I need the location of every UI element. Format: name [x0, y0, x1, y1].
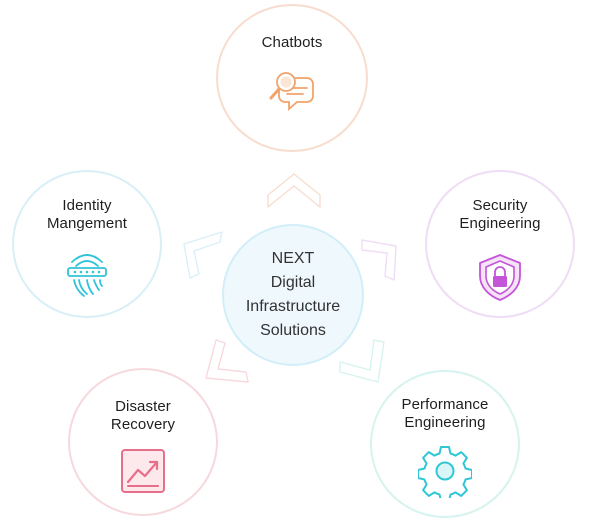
center-title: NEXT Digital Infrastructure Solutions: [246, 247, 340, 343]
gear-icon: [417, 444, 473, 503]
center-line: NEXT: [271, 250, 315, 267]
shield-lock-icon: [476, 252, 524, 307]
node-security: Security Engineering: [425, 170, 575, 318]
node-label-line: Mangement: [46, 215, 128, 232]
node-label-line: Chatbots: [261, 34, 323, 51]
node-identity: Identity Mangement: [12, 170, 162, 318]
node-label: Disaster Recovery: [70, 398, 216, 434]
fingerprint-icon: [66, 248, 108, 305]
arrow-to-security: [361, 239, 397, 281]
center-line: Infrastructure: [245, 298, 341, 315]
node-performance: Performance Engineering: [370, 370, 520, 518]
arrow-to-identity: [183, 231, 223, 279]
center-line: Solutions: [260, 322, 326, 339]
arrow-to-disaster: [205, 339, 249, 383]
node-label-line: Identity: [62, 197, 112, 214]
node-label: Chatbots: [218, 34, 366, 52]
trend-chart-icon: [120, 448, 166, 499]
node-label-line: Security: [472, 197, 528, 214]
chat-search-icon: [265, 68, 319, 123]
node-label-line: Engineering: [404, 414, 486, 431]
node-label: Performance Engineering: [372, 396, 518, 432]
arrow-to-performance: [339, 339, 385, 383]
node-label: Security Engineering: [427, 197, 573, 233]
center-line: Digital: [270, 274, 316, 291]
node-label: Identity Mangement: [14, 197, 160, 233]
center-hub: NEXT Digital Infrastructure Solutions: [222, 224, 364, 366]
node-label-line: Recovery: [110, 416, 176, 433]
node-disaster: Disaster Recovery: [68, 368, 218, 516]
node-label-line: Engineering: [459, 215, 541, 232]
node-label-line: Performance: [401, 396, 489, 413]
arrow-to-chatbots: [267, 173, 321, 208]
node-chatbots: Chatbots: [216, 4, 368, 152]
node-label-line: Disaster: [115, 398, 171, 415]
